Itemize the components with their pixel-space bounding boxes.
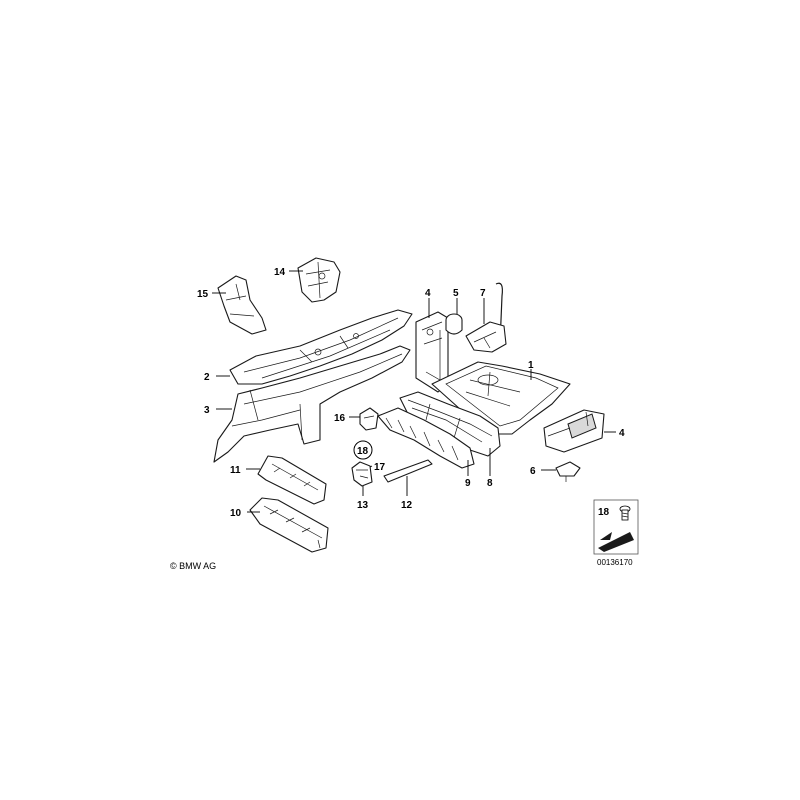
part-1-drawing[interactable] <box>431 361 571 435</box>
callout-9: 9 <box>465 478 471 489</box>
part-11-drawing[interactable] <box>257 455 327 505</box>
circled-callout-number: 18 <box>357 446 369 457</box>
arrow-icon <box>598 532 634 552</box>
callout-4-upper: 4 <box>425 288 431 299</box>
callout-3: 3 <box>204 405 210 416</box>
callout-1: 1 <box>528 360 534 371</box>
part-7-drawing[interactable] <box>465 282 507 353</box>
callout-4-lower: 4 <box>619 428 625 439</box>
callout-8: 8 <box>487 478 493 489</box>
callout-17: 17 <box>374 462 386 473</box>
copyright-text: © BMW AG <box>170 561 216 571</box>
reference-number: 00136170 <box>597 558 633 567</box>
part-2-drawing[interactable] <box>229 309 413 385</box>
callout-7: 7 <box>480 288 486 299</box>
part-4-lower-drawing[interactable] <box>543 409 605 453</box>
legend-number: 18 <box>598 507 610 518</box>
part-10-drawing[interactable] <box>249 497 329 553</box>
part-16-drawing[interactable] <box>359 407 379 431</box>
part-14-drawing[interactable] <box>297 257 341 303</box>
callout-12: 12 <box>401 500 413 511</box>
callout-11: 11 <box>230 465 241 476</box>
screw-icon <box>619 505 631 521</box>
callout-14: 14 <box>274 267 286 278</box>
callout-5: 5 <box>453 288 459 299</box>
fastener-legend: 18 <box>593 499 639 555</box>
part-6-drawing[interactable] <box>555 461 581 482</box>
part-9-drawing[interactable] <box>377 407 475 469</box>
callout-6: 6 <box>530 466 536 477</box>
leader-lines <box>212 270 616 513</box>
callout-2: 2 <box>204 372 210 383</box>
part-15-drawing[interactable] <box>217 275 267 335</box>
callout-15: 15 <box>197 289 209 300</box>
circled-callout-18: 18 <box>353 440 373 460</box>
callout-13: 13 <box>357 500 369 511</box>
part-3-drawing[interactable] <box>213 345 411 463</box>
part-5-drawing[interactable] <box>445 313 463 335</box>
part-13-drawing[interactable] <box>351 461 373 487</box>
part-12-drawing[interactable] <box>383 459 433 483</box>
callout-16: 16 <box>334 413 346 424</box>
callout-labels: 1 2 3 4 4 5 6 7 8 9 10 11 12 13 14 15 16… <box>197 267 625 519</box>
callout-10: 10 <box>230 508 242 519</box>
